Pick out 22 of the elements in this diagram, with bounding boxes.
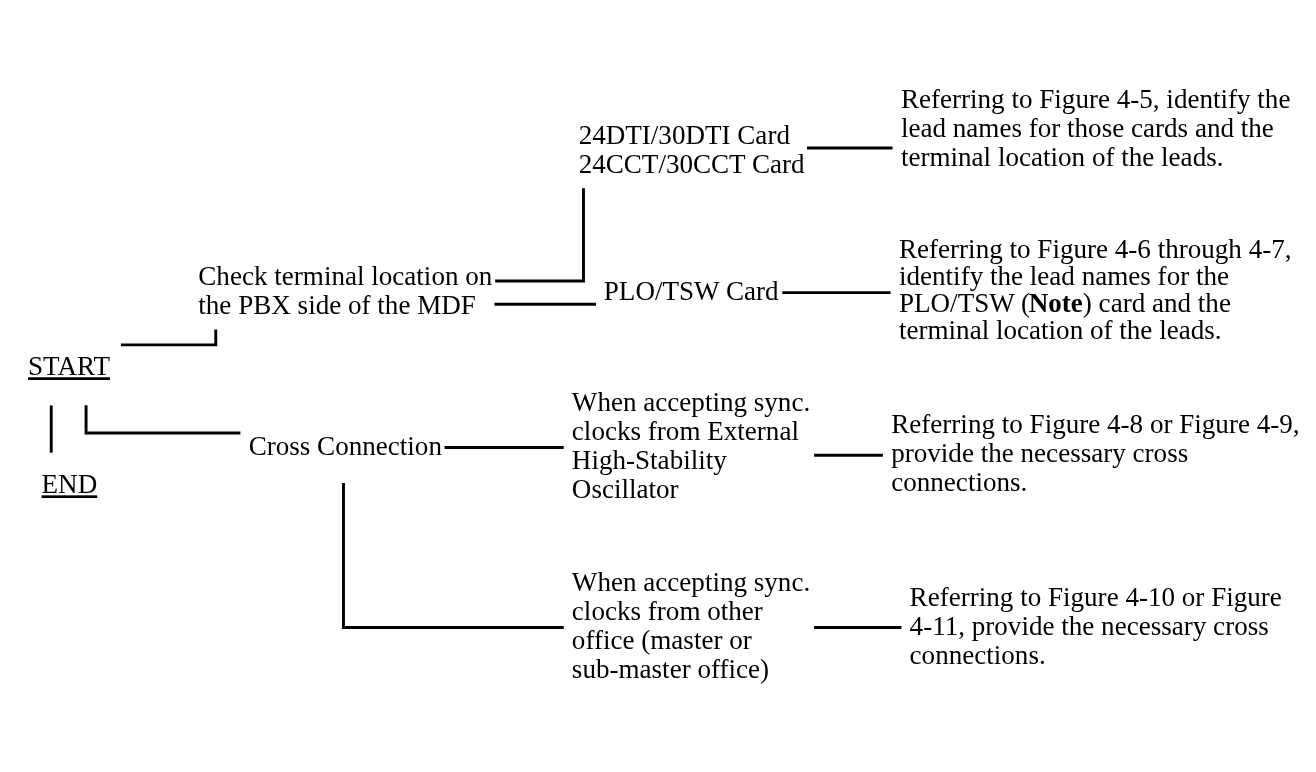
connector (444, 446, 564, 449)
node-text: Referring to Figure 4-5, identify the lead names for those cards and the terminal location of the leads. (900, 84, 1291, 173)
connector (84, 405, 241, 435)
node-text: Cross Connection (248, 430, 442, 461)
node-text: Referring to Figure 4-6 through 4-7, identify the lead names for the PLO/TSW (Note) card and the terminal location of the leads. (898, 234, 1292, 346)
node-text: START (28, 351, 110, 382)
connector (49, 405, 53, 453)
connector (814, 453, 883, 457)
node-text: END (41, 469, 98, 500)
node-text: Referring to Figure 4-8 or Figure 4-9, provide the necessary cross connections. (891, 409, 1300, 498)
connector (782, 291, 891, 295)
connector (494, 302, 596, 306)
connector (807, 146, 893, 150)
node-text: When accepting sync. clocks from other office (master or sub-master office) (571, 567, 811, 685)
node-text: Referring to Figure 4-10 or Figure 4-11, provide the necessary cross connections. (909, 581, 1282, 670)
node-text: PLO/TSW Card (603, 275, 779, 306)
connector (495, 188, 585, 283)
connector (342, 483, 564, 629)
connector (814, 626, 902, 629)
node-text: 24DTI/30DTI Card 24CCT/30CCT Card (578, 119, 805, 179)
node-text: Check terminal location on the PBX side of the MDF (198, 261, 493, 321)
node-text: When accepting sync. clocks from External High-Stability Oscillator (571, 387, 811, 505)
